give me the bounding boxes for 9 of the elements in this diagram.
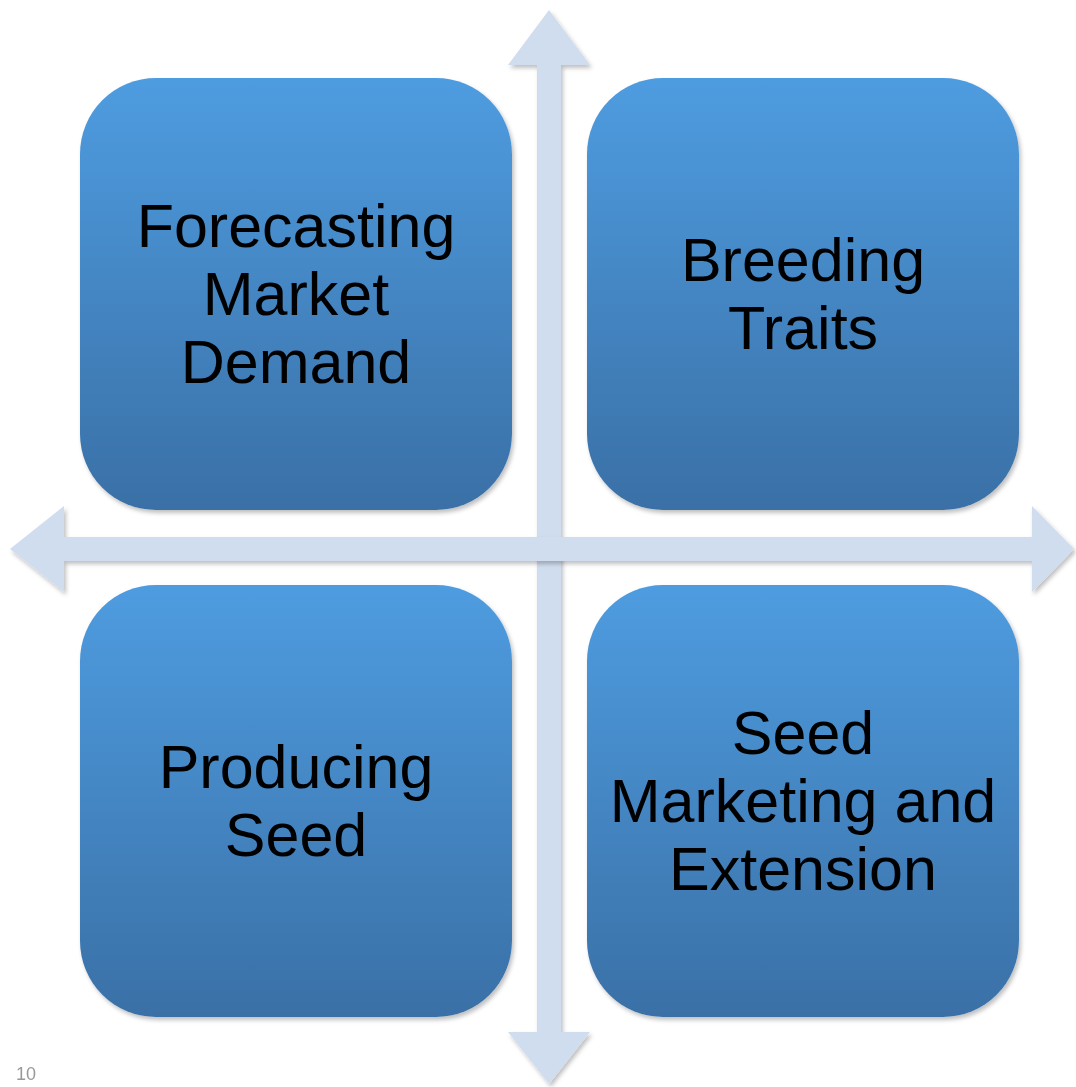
box-label: Producing Seed (157, 733, 435, 869)
quadrant-box (587, 78, 1019, 510)
box-label: Breeding Traits (679, 226, 927, 362)
box-label: Forecasting Market Demand (135, 192, 457, 396)
box-label: Seed Marketing and Extension (608, 699, 998, 903)
quadrant-box (80, 78, 512, 510)
page-number: 10 (16, 1064, 37, 1085)
quadrant-box (587, 585, 1019, 1017)
quadrant-box (80, 585, 512, 1017)
